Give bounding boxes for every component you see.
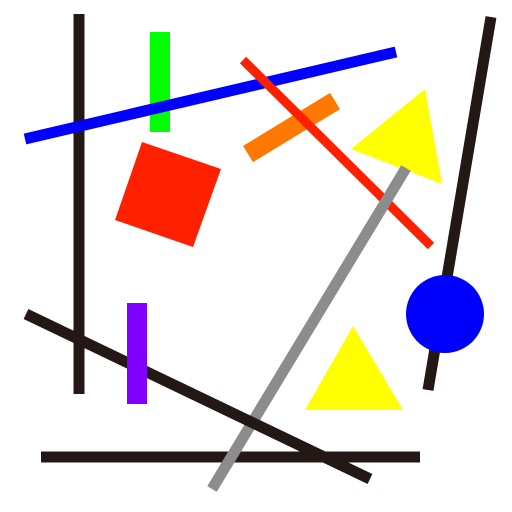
red-diagonal-line [239, 56, 435, 250]
blue-line-top [23, 46, 398, 145]
yellow-triangle-top-right [351, 89, 442, 184]
red-square [115, 142, 221, 247]
blue-circle [406, 275, 484, 353]
orange-bar [243, 92, 340, 163]
yellow-triangle-bottom [305, 326, 403, 410]
black-diagonal-line-lower-left [23, 309, 373, 484]
purple-bar [127, 303, 147, 404]
gray-diagonal-line [207, 165, 411, 492]
green-bar [150, 32, 170, 132]
